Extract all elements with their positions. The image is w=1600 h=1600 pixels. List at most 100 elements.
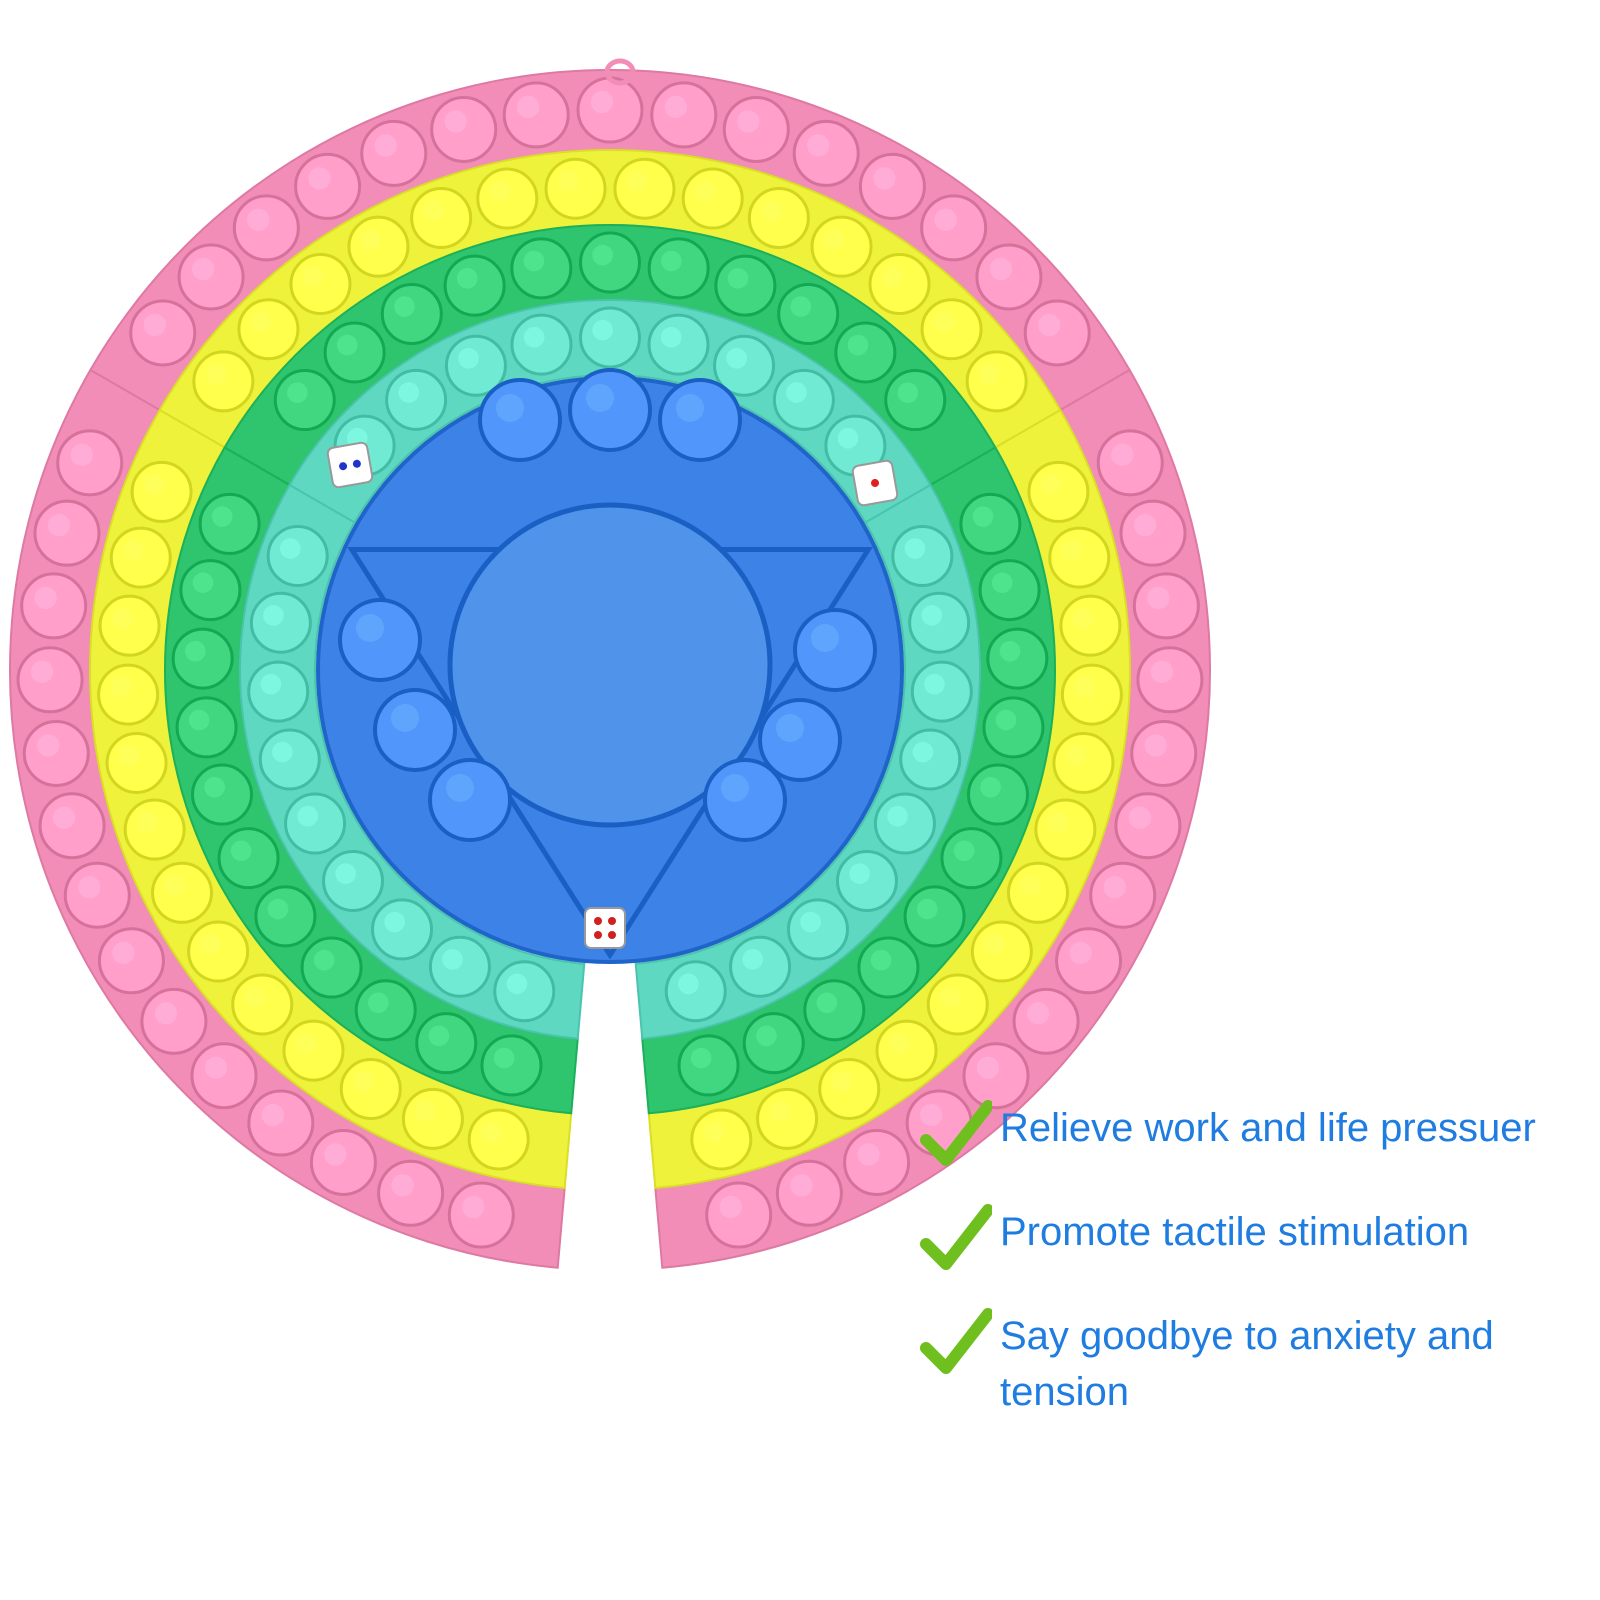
die-pip [594,917,602,925]
pop-bubble [868,253,931,316]
bubble-highlight [984,933,1005,955]
check-icon [920,1204,992,1270]
bubble-highlight [230,840,252,862]
pop-bubble [714,254,777,317]
pop-bubble [1023,299,1091,367]
pop-bubble [192,350,255,413]
bubble-highlight [800,911,821,933]
bubble-highlight [1133,513,1157,537]
bubble-highlight [136,811,158,833]
board-arm-2 [634,368,1211,1269]
bubble-highlight [1103,876,1126,899]
feature-item: Relieve work and life pressuer [920,1100,1580,1170]
bubble-highlight [837,427,859,449]
die-face [326,441,374,489]
pop-bubble [300,936,363,999]
bubble-highlight [995,709,1017,731]
bubble-highlight [721,774,749,802]
bubble-highlight [742,949,764,970]
pop-bubble [105,731,168,794]
pop-bubble [284,792,347,855]
bubble-highlight [204,776,225,798]
bubble-highlight [980,776,1001,798]
bubble-highlight [260,673,282,695]
die [326,441,374,489]
board-arms [9,58,1211,1269]
big-pop-bubble [373,688,457,772]
pop-bubble [1114,792,1182,860]
dice-layer [326,441,899,949]
bubble-highlight [517,95,540,119]
bubble-highlight [934,208,957,232]
die [851,459,899,507]
pop-bubble [98,594,161,657]
bubble-highlight [933,311,955,333]
board-arm-1 [89,68,1131,524]
bubble-highlight [204,1056,228,1079]
pop-bubble [975,243,1043,311]
bubble-highlight [695,180,716,202]
die-pip [339,462,348,471]
bubble-highlight [921,605,943,626]
bubble-highlight [70,443,93,467]
pop-bubble [467,1108,530,1171]
bubble-highlight [991,572,1013,594]
bubble-highlight [110,676,132,698]
pop-bubble [775,1159,843,1227]
bubble-highlight [769,1101,791,1122]
bubble-highlight [592,319,613,341]
pop-bubble [962,1042,1030,1110]
pop-bubble [873,792,936,855]
bubble-highlight [790,296,812,317]
bubble-highlight [690,1047,712,1069]
pop-bubble [613,157,676,220]
pop-bubble [190,1042,258,1110]
pop-bubble [747,187,810,250]
bubble-highlight [52,806,76,829]
bubble-highlight [446,774,474,802]
die-pip [352,459,361,468]
die-pip [594,931,602,939]
bubble-highlight [1065,745,1087,766]
pop-bubble [217,827,280,890]
pop-bubble [908,591,971,654]
teal-band [239,483,586,1040]
bubble-highlight [360,228,382,250]
center-circle [447,502,773,828]
pop-bubble [443,254,506,317]
pop-bubble [722,95,790,163]
pop-bubble [309,1128,377,1196]
pop-bubble [803,979,866,1042]
pop-bubble [191,763,254,826]
bubble-highlight [953,840,975,862]
pop-bubble [123,798,186,861]
big-pop-bubble [658,378,742,462]
bubble-highlight [47,513,71,537]
pop-bubble [63,861,131,929]
big-pop-bubble [703,758,787,842]
pop-bubble [647,313,710,376]
bubble-highlight [324,1143,347,1166]
bubble-highlight [831,1071,853,1092]
pop-bubble [1132,572,1200,640]
bubble-highlight [336,334,358,356]
bubble-highlight [989,257,1013,281]
pop-bubble [810,215,873,278]
pop-bubble [970,920,1033,983]
bubble-highlight [118,745,140,766]
bubble-highlight [786,382,807,403]
big-pop-bubble [338,598,422,682]
pop-bubble [1052,731,1115,794]
bubble-highlight [335,863,356,884]
bubble-highlight [807,134,830,157]
bubble-highlight [112,941,135,965]
bubble-highlight [678,973,699,995]
bubble-highlight [870,949,892,971]
bubble-highlight [790,1174,813,1197]
pop-bubble [97,927,165,995]
pop-bubble [323,321,386,384]
bubble-highlight [823,228,845,250]
bubble-highlight [143,474,165,495]
bubble-highlight [313,949,335,971]
bubble-highlight [719,1195,742,1219]
